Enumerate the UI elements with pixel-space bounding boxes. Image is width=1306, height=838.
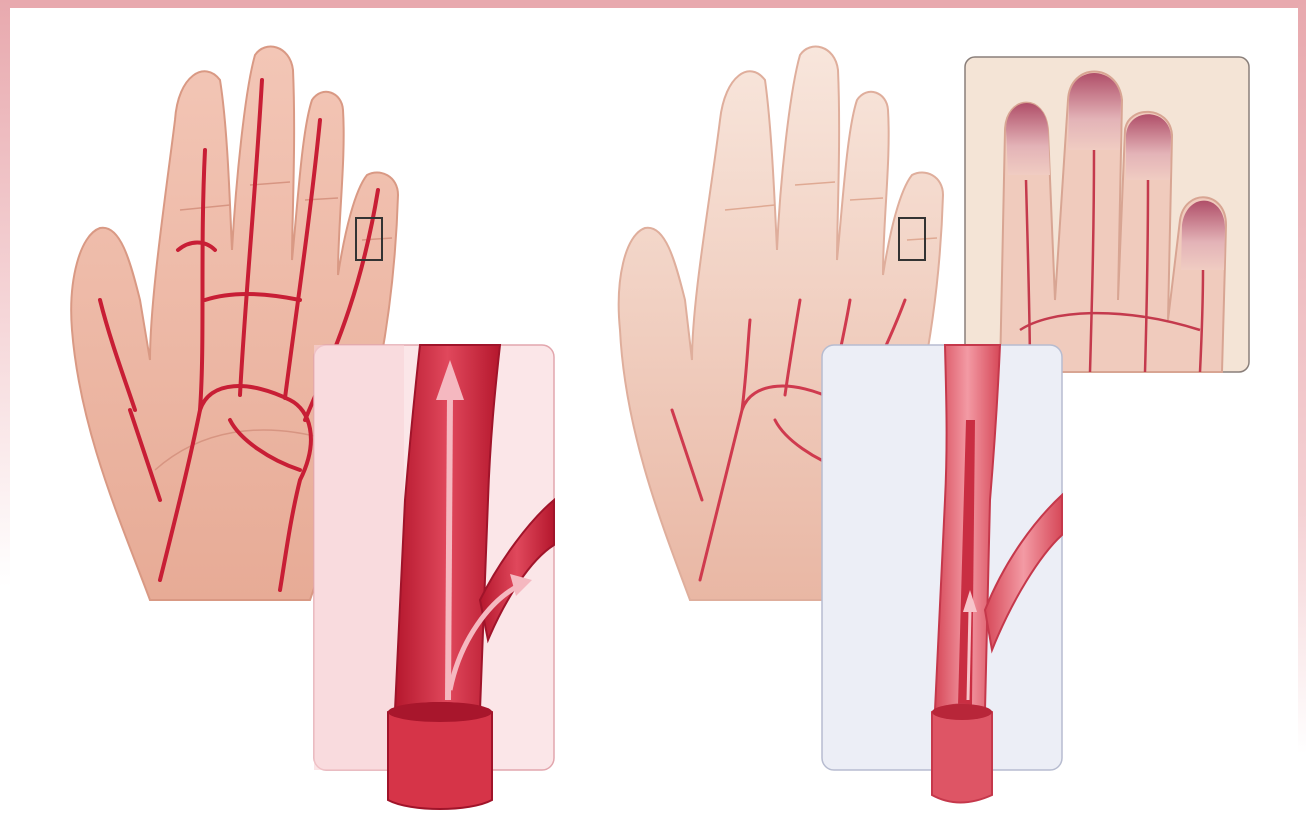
inset-constricted-flow [822, 345, 1062, 803]
fingertip-cyanotic-3 [1126, 114, 1171, 180]
inset-normal-flow [314, 345, 554, 809]
fingertip-cyanotic-4 [1181, 201, 1225, 270]
fingertip-cyanotic-2 [1068, 73, 1121, 150]
fingertip-cyanotic-1 [1006, 103, 1050, 175]
flow-arrow-up [448, 395, 450, 700]
flow-arrow-restricted [968, 610, 970, 700]
inset-fingertips [965, 57, 1249, 372]
